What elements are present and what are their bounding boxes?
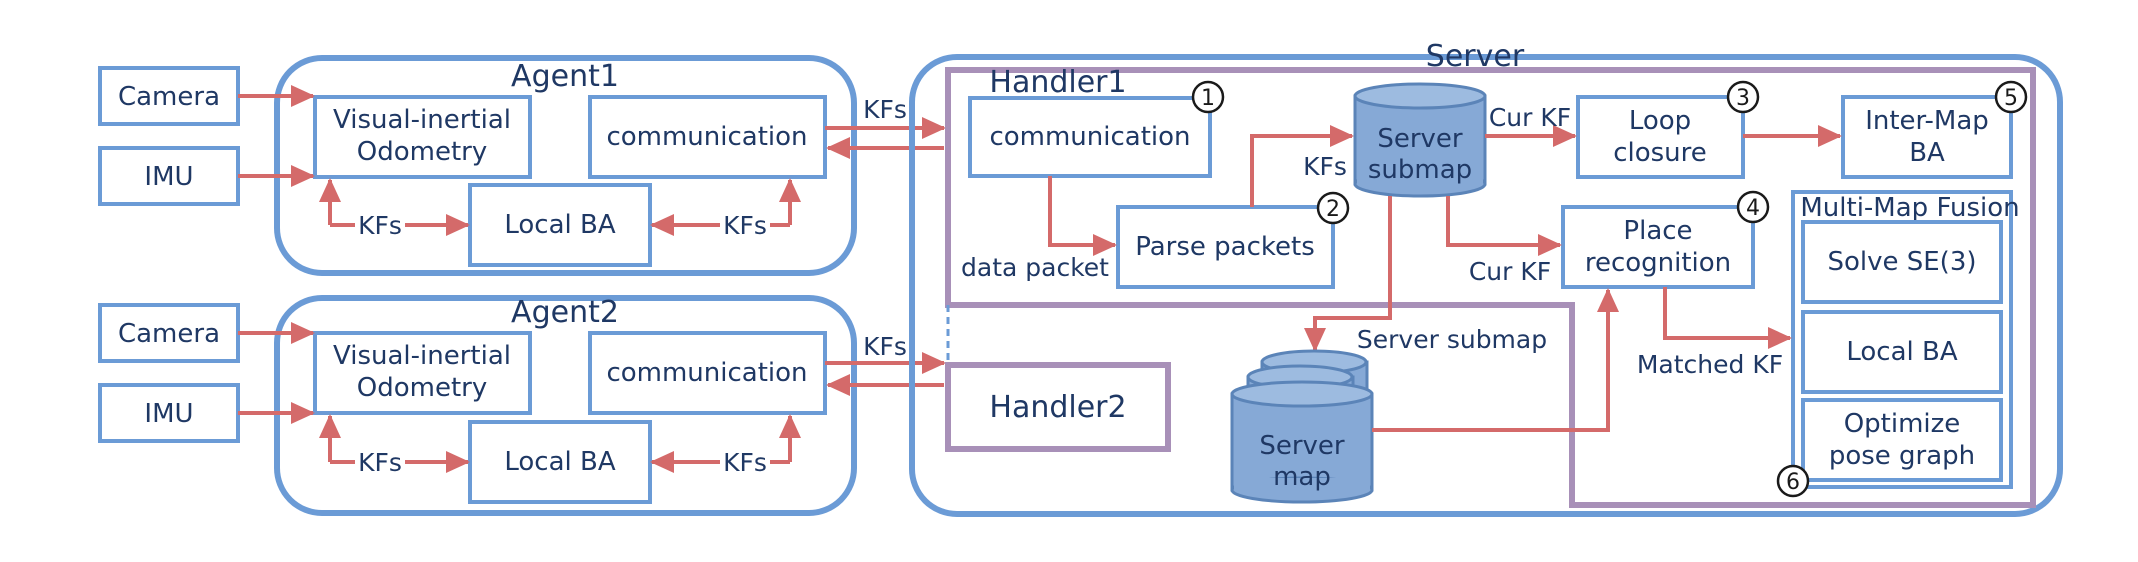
map-line2: map xyxy=(1273,462,1331,492)
submap-to-place-arrow xyxy=(1446,196,1562,256)
solve-label: Solve SE(3) xyxy=(1827,247,1976,277)
agent2-vio-line2: Odometry xyxy=(357,373,487,403)
server-communication-label: communication xyxy=(989,122,1190,152)
badge-2 xyxy=(1316,191,1350,225)
agent2-local-ba-label: Local BA xyxy=(504,447,615,477)
badge-6-label: 6 xyxy=(1786,470,1800,495)
agent1-vio-line2: Odometry xyxy=(357,137,487,167)
agent2-title: Agent2 xyxy=(511,295,619,330)
agent1-imu-label: IMU xyxy=(144,162,193,192)
agent2-group: Agent2 Camera IMU Visual-inertial Odomet… xyxy=(98,295,946,516)
parse-packets-box xyxy=(1116,205,1335,289)
loop-closure-box xyxy=(1576,95,1745,179)
badge-5-label: 5 xyxy=(2004,86,2018,111)
agent2-local-ba-box xyxy=(468,420,652,504)
mmf-title: Multi-Map Fusion xyxy=(1800,193,2019,223)
parse-to-submap-arrow xyxy=(1250,125,1354,207)
agent1-title: Agent1 xyxy=(511,59,619,94)
agent2-imu-label: IMU xyxy=(144,399,193,429)
intermap-line1: Inter-Map xyxy=(1865,106,1989,136)
optimize-box xyxy=(1801,398,2003,482)
map-cyl1-body xyxy=(1230,392,1374,492)
badge-1 xyxy=(1191,80,1225,114)
handler1-title: Handler1 xyxy=(989,65,1126,100)
badge-4-label: 4 xyxy=(1746,196,1760,221)
opt-line1: Optimize xyxy=(1844,409,1961,439)
handler2-box xyxy=(945,362,1171,452)
agent2-kfs-left-label: KFs xyxy=(358,448,402,477)
multi-map-fusion-box xyxy=(1791,190,2013,489)
cur-kf-top-label: Cur KF xyxy=(1489,103,1571,132)
parse-kfs-label: KFs xyxy=(1303,152,1347,181)
place-to-mmf-arrow xyxy=(1663,287,1792,349)
place-line1: Place xyxy=(1623,216,1692,246)
badge-4 xyxy=(1736,190,1770,224)
opt-line2: pose graph xyxy=(1829,441,1975,471)
agent1-vio-line1: Visual-inertial xyxy=(333,105,511,135)
agent1-kfs-right-label: KFs xyxy=(723,211,767,240)
submap-to-map-arrow xyxy=(1304,196,1392,352)
agent1-local-ba-label: Local BA xyxy=(504,210,615,240)
submap-fill xyxy=(1357,170,1483,184)
intermap-line2: BA xyxy=(1909,138,1945,168)
agent1-imu-box xyxy=(98,146,240,206)
inter-map-ba-box xyxy=(1841,95,2013,179)
agent1-kfs-left-label: KFs xyxy=(358,211,402,240)
badge-3-label: 3 xyxy=(1736,86,1750,111)
agent1-container xyxy=(274,55,857,276)
agent1-camera-label: Camera xyxy=(118,82,220,112)
badge-3 xyxy=(1726,80,1760,114)
agent1-communication-box xyxy=(588,95,827,179)
agent2-vio-line1: Visual-inertial xyxy=(333,341,511,371)
badge-2-label: 2 xyxy=(1326,197,1340,222)
submap-line1: Server xyxy=(1377,124,1463,154)
badge-5 xyxy=(1994,80,2028,114)
agent1-group: Agent1 Camera IMU Visual-inertial Odomet… xyxy=(98,55,946,276)
server-container xyxy=(909,54,2063,517)
agent1-kfs-link-label: KFs xyxy=(863,95,907,124)
server-communication-box xyxy=(968,96,1212,178)
submap-top xyxy=(1353,82,1487,110)
solve-se3-box xyxy=(1801,220,2003,304)
parse-packets-label: Parse packets xyxy=(1135,232,1315,262)
handler2-label: Handler2 xyxy=(989,390,1126,425)
agent1-camera-box xyxy=(98,66,240,126)
agent1-local-ba-box xyxy=(468,183,652,267)
map-cyl1-top xyxy=(1230,380,1374,408)
agent2-camera-label: Camera xyxy=(118,319,220,349)
agent2-kfs-right-label: KFs xyxy=(723,448,767,477)
badge-1-label: 1 xyxy=(1201,86,1215,111)
data-packet-label: data packet xyxy=(961,253,1109,282)
comm-to-parse-arrow xyxy=(1048,176,1117,256)
agent2-communication-label: communication xyxy=(606,358,807,388)
mmf-local-ba-label: Local BA xyxy=(1846,337,1957,367)
map-to-place-arrow xyxy=(1372,288,1619,432)
badge-6 xyxy=(1776,464,1810,498)
place-recognition-box xyxy=(1561,205,1755,289)
submap-line2: submap xyxy=(1368,155,1472,185)
server-submap-cylinder: Server submap xyxy=(1353,82,1487,198)
map-cyl1-fill xyxy=(1234,478,1370,490)
loop-line1: Loop xyxy=(1629,106,1691,136)
server-group: Server Handler1 Handler2 communication 1… xyxy=(909,39,2063,517)
mmf-local-ba-box xyxy=(1801,310,2003,394)
agent2-kfs-link-label: KFs xyxy=(863,332,907,361)
agent1-vio-box xyxy=(313,95,532,179)
server-submap-label: Server submap xyxy=(1357,325,1547,354)
loop-line2: closure xyxy=(1613,138,1707,168)
map-line1: Server xyxy=(1259,431,1345,461)
agent2-container xyxy=(274,295,857,516)
agent1-communication-label: communication xyxy=(606,122,807,152)
submap-body xyxy=(1353,94,1487,186)
matched-kf-label: Matched KF xyxy=(1637,350,1783,379)
agent2-vio-box xyxy=(313,331,532,415)
cur-kf-bottom-label: Cur KF xyxy=(1469,257,1551,286)
agent2-communication-box xyxy=(588,331,827,415)
place-line2: recognition xyxy=(1585,248,1731,278)
server-map-cylinders: Server map xyxy=(1230,349,1374,504)
